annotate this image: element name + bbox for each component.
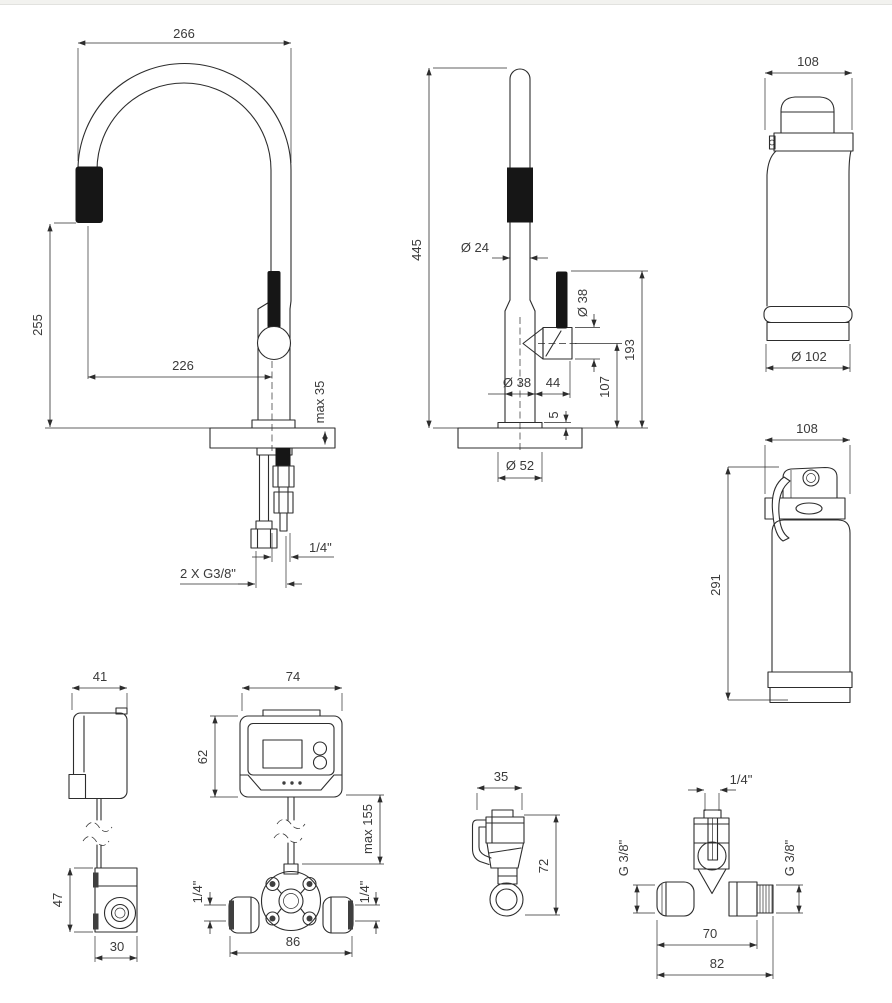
countertop-section-front xyxy=(209,427,336,449)
bottle-cap-hole xyxy=(802,469,820,487)
spout-inner-arc xyxy=(96,82,272,171)
side-body-diameter-dim: Ø 38 xyxy=(503,375,531,390)
supply-hose-nut xyxy=(250,528,278,549)
front-deck-thickness-dim: max 35 xyxy=(312,381,327,424)
tee-left-connector xyxy=(656,881,695,917)
tee-valve-figure: 1/4" G 3/8" G 3/8" xyxy=(616,772,803,979)
bottle-collar-side xyxy=(764,497,846,520)
tee-right-port-dim: G 3/8" xyxy=(782,839,797,876)
bottle-front-diameter-dim: Ø 102 xyxy=(791,349,826,364)
tee-body-circle xyxy=(697,841,727,871)
bottle-collar-front xyxy=(773,132,854,152)
side-base-ring-height-dim: 5 xyxy=(546,411,561,418)
manifold-stem xyxy=(283,863,299,875)
box-width-dim: 30 xyxy=(110,939,124,954)
side-handle-center-height-dim: 107 xyxy=(597,376,612,398)
front-spray-height-dim: 255 xyxy=(30,314,45,336)
bottle-side-height-dim: 291 xyxy=(708,574,723,596)
handle-lever-front xyxy=(267,271,281,328)
spout-grip xyxy=(507,167,533,223)
tee-left-port-dim: G 3/8" xyxy=(616,839,631,876)
valve-width-dim: 35 xyxy=(494,769,508,784)
side-spout-diameter-dim: Ø 24 xyxy=(461,240,489,255)
valve-outlet-ring xyxy=(489,882,524,917)
tee-thread xyxy=(756,884,774,914)
unit-height-dim: 62 xyxy=(195,750,210,764)
faucet-side-view-figure: 445 Ø 24 Ø 38 193 107 Ø 38 44 5 Ø 52 xyxy=(409,67,648,482)
front-outlet-connection-dim: 1/4" xyxy=(309,540,332,555)
side-handle-top-height-dim: 193 xyxy=(622,339,637,361)
valve-upper-body xyxy=(485,816,525,844)
bottle-front-head-width-dim: 108 xyxy=(797,54,819,69)
control-unit-button-bottom xyxy=(312,755,328,770)
handle-knob xyxy=(256,325,292,361)
bottle-base-band-side xyxy=(769,686,851,704)
bottle-release-clip xyxy=(771,476,791,542)
valve-cap xyxy=(491,809,514,818)
manifold-width-dim: 86 xyxy=(286,934,300,949)
bottle-body-front xyxy=(766,150,777,307)
control-unit-panel xyxy=(247,722,335,776)
base-flange-front xyxy=(251,419,296,429)
control-unit-figure: 74 62 max 155 xyxy=(190,669,384,957)
bottle-base-band-front xyxy=(766,321,850,342)
bottle-cap-side xyxy=(782,466,838,499)
countertop-section-side xyxy=(457,427,583,449)
unit-width-dim: 74 xyxy=(286,669,300,684)
sensor-bracket-figure: 41 47 30 xyxy=(50,669,138,962)
tee-body-length-dim: 70 xyxy=(703,926,717,941)
bracket-width-dim: 41 xyxy=(93,669,107,684)
front-supply-connections-dim: 2 X G3/8" xyxy=(180,566,236,581)
bottle-body-side xyxy=(771,519,851,673)
page-top-strip xyxy=(0,0,892,4)
cable-roller xyxy=(103,896,137,930)
handle-lever-side xyxy=(556,271,568,329)
spray-head xyxy=(75,166,103,223)
spout-top-cap xyxy=(509,68,531,80)
bottle-base-ring-front xyxy=(763,305,853,324)
bracket-body xyxy=(72,712,128,800)
front-spout-reach-dim: 226 xyxy=(172,358,194,373)
outlet-hose xyxy=(275,448,291,466)
tee-top-port-dim: 1/4" xyxy=(730,772,753,787)
bracket-foot xyxy=(68,773,87,800)
port-right-dim: 1/4" xyxy=(357,880,372,903)
control-unit-button-top xyxy=(312,741,328,756)
bottle-collar-slot xyxy=(795,502,823,515)
manifold-flange xyxy=(260,870,322,932)
cable-length-dim: max 155 xyxy=(360,804,375,854)
tee-funnel xyxy=(697,868,727,895)
spout-outer-arc xyxy=(77,63,292,171)
side-total-height-dim: 445 xyxy=(409,239,424,261)
manifold-hub xyxy=(278,888,304,914)
tailpiece xyxy=(256,447,293,456)
tee-total-length-dim: 82 xyxy=(710,956,724,971)
port-left-dim: 1/4" xyxy=(190,880,205,903)
control-unit-display xyxy=(262,739,303,769)
shutoff-valve-figure: 35 72 xyxy=(471,769,560,917)
filter-bottle-side-figure: 108 291 xyxy=(708,421,853,704)
bottle-side-head-width-dim: 108 xyxy=(796,421,818,436)
valve-taper xyxy=(486,842,525,869)
tee-upper-block xyxy=(693,817,730,844)
side-base-diameter-dim: Ø 52 xyxy=(506,458,534,473)
valve-height-dim: 72 xyxy=(536,859,551,873)
tee-right-connector xyxy=(728,881,758,917)
bottle-cap-front xyxy=(780,96,835,134)
valve-lever xyxy=(471,819,490,866)
faucet-front-view-figure: 266 255 226 max 35 1/4" 2 X G3/8" xyxy=(30,26,336,588)
filter-bottle-front-figure: 108 Ø 102 xyxy=(763,54,854,372)
cable-box xyxy=(94,867,138,933)
side-handle-diameter-dim: Ø 38 xyxy=(575,289,590,317)
side-handle-depth-dim: 44 xyxy=(546,375,560,390)
bottle-base-ring-side xyxy=(767,671,853,689)
box-height-dim: 47 xyxy=(50,893,65,907)
tee-cap xyxy=(703,809,722,819)
control-unit-housing xyxy=(239,715,343,798)
cable-break-mark xyxy=(85,822,113,832)
front-spout-width-dim: 266 xyxy=(173,26,195,41)
